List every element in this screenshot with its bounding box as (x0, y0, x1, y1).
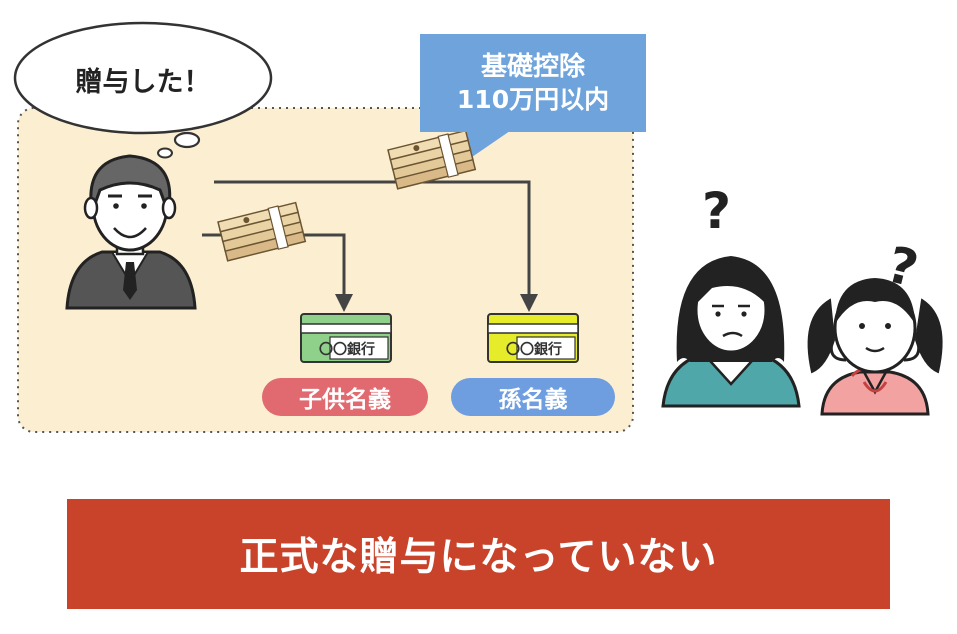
bank-card-child-icon (300, 313, 392, 363)
money-stack-icon (217, 201, 307, 262)
grandfather-icon (65, 154, 197, 310)
deduction-note: 基礎控除 110万円以内 (420, 34, 646, 132)
gift-area-dotted-box (17, 107, 634, 433)
question-mark-mother: ? (702, 182, 732, 240)
grandchild-bank-label: 〇〇銀行 (506, 342, 562, 358)
child-account-label: 子供名義 (262, 378, 428, 416)
deduction-note-line2: 110万円以内 (456, 84, 610, 114)
arrowhead-grandchild (520, 294, 538, 312)
speech-bubble (13, 21, 273, 159)
girl-icon (807, 278, 943, 416)
grandchild-account-label: 孫名義 (451, 378, 615, 416)
child-bank-label: 〇〇銀行 (319, 342, 375, 358)
deduction-note-line1: 基礎控除 (480, 52, 585, 83)
speech-bubble-text: 贈与した！ (75, 66, 211, 98)
money-stack-icon (387, 129, 477, 190)
mother-icon (661, 256, 801, 408)
conclusion-banner: 正式な贈与になっていない (67, 499, 890, 609)
bank-card-grandchild-icon (487, 313, 579, 363)
arrowhead-child (335, 294, 353, 312)
